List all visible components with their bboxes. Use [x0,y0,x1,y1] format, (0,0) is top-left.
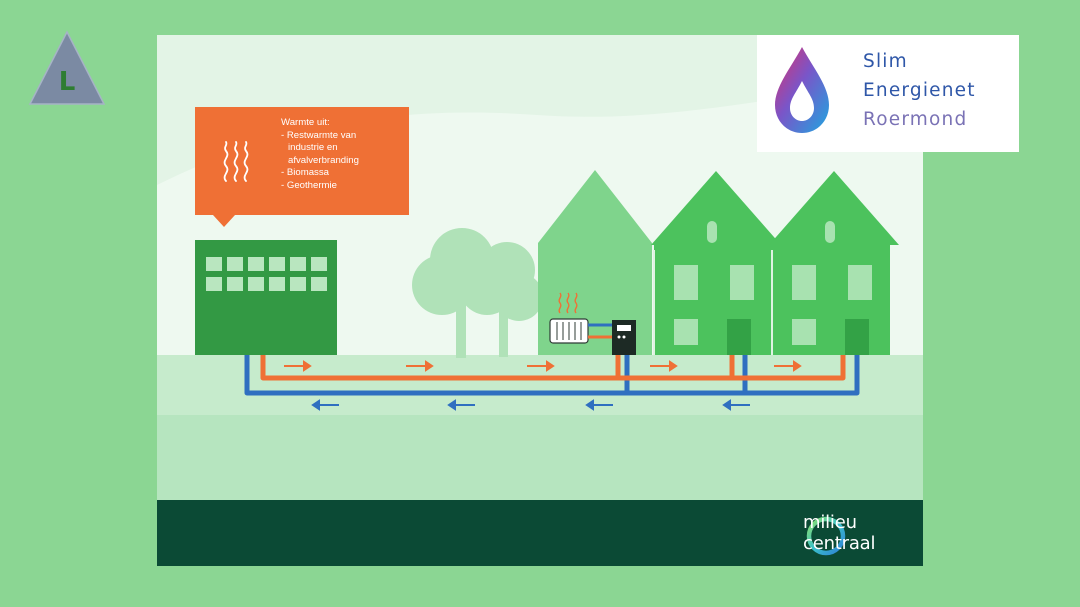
corner-logo-letter: L [59,67,76,97]
milieu-centraal-ring-icon [806,516,846,556]
callout-item: afvalverbranding [288,154,359,166]
footer-band [157,500,923,566]
brand-line3: Roermond [863,109,968,130]
heat-sources-callout: Warmte uit: - Restwarmte van industrie e… [195,107,409,227]
cold-return-pipe [244,355,860,396]
flow-arrow-icon [284,360,802,372]
tree-group [412,228,543,358]
milieu-centraal-line1: milieu [803,512,857,533]
hot-supply-pipe [260,355,846,381]
house-3 [769,171,899,355]
water-drop-icon [775,47,829,133]
callout-title: Warmte uit: [281,117,330,128]
radiator-icon [549,292,589,344]
corner-triangle-logo: L [28,30,106,105]
callout-text: Warmte uit: - Restwarmte van industrie e… [281,117,405,193]
milieu-centraal-logo: milieu centraal [803,512,876,554]
callout-item: - Geothermie [281,179,337,191]
callout-item: industrie en [288,142,338,154]
factory-building [195,240,337,355]
callout-item: - Restwarmte van [281,129,357,141]
callout-item: - Biomassa [281,167,329,179]
brand-logo-box: Slim Energienet Roermond [757,35,1019,152]
brand-line2: Energienet [863,80,976,101]
brand-name: Slim Energienet Roermond [863,47,976,134]
district-heating-diagram: Warmte uit: - Restwarmte van industrie e… [157,35,923,566]
return-arrow-icon [311,399,750,411]
heat-waves-icon [223,141,249,182]
ground-lower [157,415,923,505]
milieu-centraal-line2: centraal [803,533,876,554]
house-2 [651,171,781,355]
heat-exchanger-icon [612,320,636,355]
brand-line1: Slim [863,51,908,72]
